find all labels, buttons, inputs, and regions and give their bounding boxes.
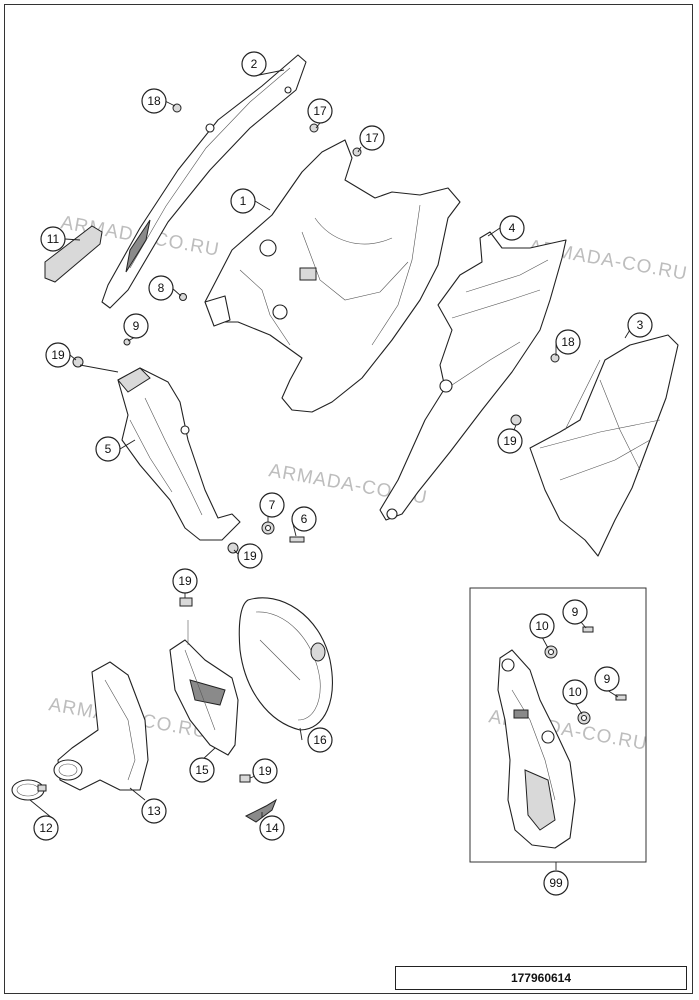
callout-18-top: 18 <box>141 88 167 114</box>
svg-text:9: 9 <box>572 605 579 619</box>
callout-19-bottom: 19 <box>252 758 278 784</box>
svg-text:19: 19 <box>258 764 272 778</box>
part-12-hose-clamp <box>11 779 47 801</box>
callout-3: 3 <box>627 312 653 338</box>
drawing-number: 177960614 <box>510 971 572 985</box>
callout-19-right: 19 <box>497 428 523 454</box>
svg-text:17: 17 <box>313 104 327 118</box>
svg-text:17: 17 <box>365 131 379 145</box>
part-5-airbox-bracket <box>117 367 241 541</box>
svg-text:6: 6 <box>301 512 308 526</box>
drawing-number-box: 177960614 <box>395 966 687 990</box>
callout-17-right: 17 <box>359 125 385 151</box>
svg-text:14: 14 <box>265 821 279 835</box>
svg-text:8: 8 <box>158 281 165 295</box>
callout-16: 16 <box>307 727 333 753</box>
callout-7: 7 <box>259 492 285 518</box>
svg-text:9: 9 <box>604 672 611 686</box>
callout-5: 5 <box>95 436 121 462</box>
callout-1: 1 <box>230 188 256 214</box>
svg-text:7: 7 <box>269 498 276 512</box>
svg-text:10: 10 <box>568 685 582 699</box>
svg-text:2: 2 <box>251 57 258 71</box>
part-99-kit <box>497 649 576 849</box>
svg-text:13: 13 <box>147 804 161 818</box>
callout-19-middle: 19 <box>237 543 263 569</box>
fasteners <box>72 103 627 783</box>
callout-11: 11 <box>40 226 66 252</box>
svg-text:11: 11 <box>47 232 60 246</box>
svg-text:19: 19 <box>243 549 257 563</box>
callout-6: 6 <box>291 506 317 532</box>
callout-9-kit-bottom: 9 <box>594 666 620 692</box>
svg-text:19: 19 <box>503 434 517 448</box>
callout-2: 2 <box>241 51 267 77</box>
callout-10-bottom: 10 <box>562 679 588 705</box>
drawing-frame <box>4 4 693 994</box>
svg-text:12: 12 <box>39 821 53 835</box>
callout-18-right: 18 <box>555 329 581 355</box>
callout-19-left: 19 <box>45 342 71 368</box>
svg-text:18: 18 <box>561 335 575 349</box>
svg-text:10: 10 <box>535 619 549 633</box>
svg-text:18: 18 <box>147 94 161 108</box>
svg-text:15: 15 <box>195 763 209 777</box>
kit-99-box <box>469 587 647 863</box>
callout-12: 12 <box>33 815 59 841</box>
svg-text:3: 3 <box>637 318 644 332</box>
part-14-clip <box>244 798 278 823</box>
svg-text:1: 1 <box>240 194 247 208</box>
svg-text:16: 16 <box>313 733 327 747</box>
part-3-number-plate <box>529 334 679 557</box>
part-4-side-panel <box>379 231 567 521</box>
part-2-side-trim <box>101 54 307 309</box>
callout-13: 13 <box>141 798 167 824</box>
part-15-filter-cage <box>169 620 239 756</box>
callout-15: 15 <box>189 757 215 783</box>
part-11-decal <box>44 225 103 283</box>
callout-9-kit-top: 9 <box>562 599 588 625</box>
callout-4: 4 <box>499 215 525 241</box>
callout-17-left: 17 <box>307 98 333 124</box>
svg-text:4: 4 <box>509 221 516 235</box>
svg-text:19: 19 <box>51 348 65 362</box>
part-16-filter-cover <box>238 597 333 731</box>
callout-10-top: 10 <box>529 613 555 639</box>
svg-text:9: 9 <box>133 319 140 333</box>
callout-8: 8 <box>148 275 174 301</box>
callout-9-left: 9 <box>123 313 149 339</box>
callout-19-filter: 19 <box>172 568 198 594</box>
svg-text:19: 19 <box>178 574 192 588</box>
callout-99: 99 <box>543 870 569 896</box>
svg-text:5: 5 <box>105 442 112 456</box>
callout-14: 14 <box>259 815 285 841</box>
svg-text:99: 99 <box>549 876 563 890</box>
part-1-airbox-cover <box>204 139 461 413</box>
part-13-airbox-boot <box>53 661 149 791</box>
